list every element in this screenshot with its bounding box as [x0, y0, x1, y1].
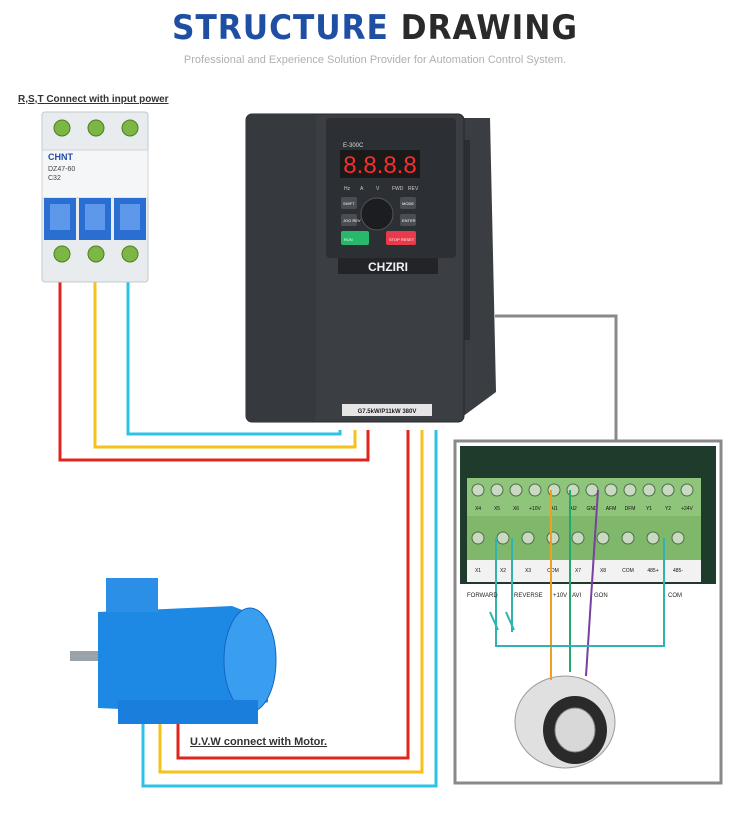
run-button[interactable]	[341, 231, 369, 245]
terminal-screw-top	[509, 483, 523, 497]
terminal-screw-top	[547, 483, 561, 497]
page-title: STRUCTURE DRAWING	[30, 8, 720, 48]
terminal-screw-bottom	[546, 531, 560, 545]
inverter-display: 8.8.8.8	[343, 152, 416, 179]
breaker-rating: C32	[48, 175, 61, 182]
terminal-screw-top	[490, 483, 504, 497]
mode-key[interactable]	[400, 197, 416, 209]
wire-red-motor	[176, 430, 410, 760]
motor-wires	[141, 430, 438, 788]
terminal-screw-bottom	[646, 531, 660, 545]
title-word-drawing: DRAWING	[400, 8, 578, 48]
terminal-screw-bottom	[596, 531, 610, 545]
input-wires	[58, 255, 370, 462]
inverter-power-rating: G7.5kW/P11kW 380V	[358, 409, 417, 415]
terminal-label-bottom: 485-	[673, 568, 683, 574]
terminal-label-top: AFM	[606, 506, 617, 512]
motor	[70, 578, 277, 724]
terminal-screw-top	[528, 483, 542, 497]
terminal-screw-top	[642, 483, 656, 497]
terminal-screw-top	[604, 483, 618, 497]
key-label-3: ENTER	[402, 218, 416, 223]
breaker-brand: CHNT	[48, 152, 73, 162]
terminal-screw-top	[566, 483, 580, 497]
terminal-screw-bottom	[621, 531, 635, 545]
terminal-label-bottom: COM	[547, 568, 559, 574]
jog-key[interactable]	[341, 214, 357, 226]
terminal-label-bottom: X8	[600, 568, 606, 574]
terminal-screw-top	[680, 483, 694, 497]
indicator-a: A	[360, 186, 364, 192]
key-label-1: MODE	[402, 201, 414, 206]
shift-key[interactable]	[341, 197, 357, 209]
enter-key[interactable]	[400, 214, 416, 226]
inverter-model: E-300C	[343, 143, 364, 149]
potentiometer	[514, 675, 616, 769]
terminal-screw-top	[623, 483, 637, 497]
terminal-screw-top	[585, 483, 599, 497]
terminal-screw-bottom	[571, 531, 585, 545]
title-word-structure: STRUCTURE	[172, 8, 389, 48]
terminal-label-top: X5	[494, 506, 500, 512]
terminal-label-bottom: X1	[475, 568, 481, 574]
control-wire-label: COM	[668, 593, 682, 599]
wire-cyan-motor	[141, 430, 438, 788]
key-label-0: SHIFT	[343, 201, 355, 206]
key-label-5: STOP RESET	[389, 237, 415, 242]
terminal-label-top: +24V	[681, 506, 693, 512]
inverter-knob[interactable]	[360, 197, 394, 231]
inverter-unit: E-300C 8.8.8.8 CHZIRI G7.5kW/P11kW 380V	[245, 113, 496, 423]
wire-cyan-input	[126, 255, 342, 436]
terminal-label-bottom: 485+	[647, 568, 658, 574]
wire-red-input	[58, 255, 370, 462]
reverse-switch	[505, 611, 515, 631]
terminal-screw-bottom	[671, 531, 685, 545]
terminal-label-bottom: X2	[500, 568, 506, 574]
motor-connection-label: U.V.W connect with Motor.	[190, 736, 328, 748]
terminal-screw-bottom	[471, 531, 485, 545]
wire-com-loop	[495, 538, 665, 647]
control-wire-label: AVI	[572, 593, 582, 599]
terminal-screw-bottom	[521, 531, 535, 545]
terminal-label-top: Y1	[646, 506, 652, 512]
control-wire-label: FORWARD	[467, 593, 498, 599]
control-wire-label: GON	[594, 593, 608, 599]
terminal-label-top: AI2	[569, 506, 577, 512]
terminal-label-top: X4	[475, 506, 481, 512]
input-power-label: R,S,T Connect with input power	[18, 94, 169, 105]
key-label-2: JOG REV	[343, 218, 361, 223]
key-label-4: RUN	[344, 237, 353, 242]
terminal-label-bottom: X7	[575, 568, 581, 574]
control-wire-label: REVERSE	[514, 593, 543, 599]
terminal-label-top: DFM	[625, 506, 636, 512]
indicator-fwd: FWD	[392, 186, 404, 192]
breaker-model: DZ47-60	[48, 166, 75, 173]
terminal-screw-top	[471, 483, 485, 497]
terminal-screw-top	[661, 483, 675, 497]
circuit-breaker: CHNT DZ47-60 C32	[41, 111, 149, 283]
forward-switch	[489, 611, 499, 631]
terminal-label-top: Y2	[665, 506, 671, 512]
page-subtitle: Professional and Experience Solution Pro…	[183, 54, 567, 66]
terminal-label-bottom: X3	[525, 568, 531, 574]
stop-button[interactable]	[386, 231, 416, 245]
control-link-wire	[495, 314, 618, 442]
terminal-label-top: AI1	[550, 506, 558, 512]
indicator-v: V	[376, 186, 380, 192]
inverter-brand: CHZIRI	[368, 260, 408, 274]
wire-yellow-input	[93, 255, 357, 449]
terminal-label-bottom: COM	[622, 568, 634, 574]
terminal-screw-bottom	[496, 531, 510, 545]
terminal-label-top: X6	[513, 506, 519, 512]
indicator-rev: REV	[408, 186, 419, 192]
terminal-label-top: +10V	[529, 506, 541, 512]
terminal-label-top: GND	[586, 506, 598, 512]
control-wire-label: +10V	[553, 593, 567, 599]
indicator-hz: Hz	[344, 186, 351, 192]
wire-yellow-motor	[158, 430, 424, 774]
